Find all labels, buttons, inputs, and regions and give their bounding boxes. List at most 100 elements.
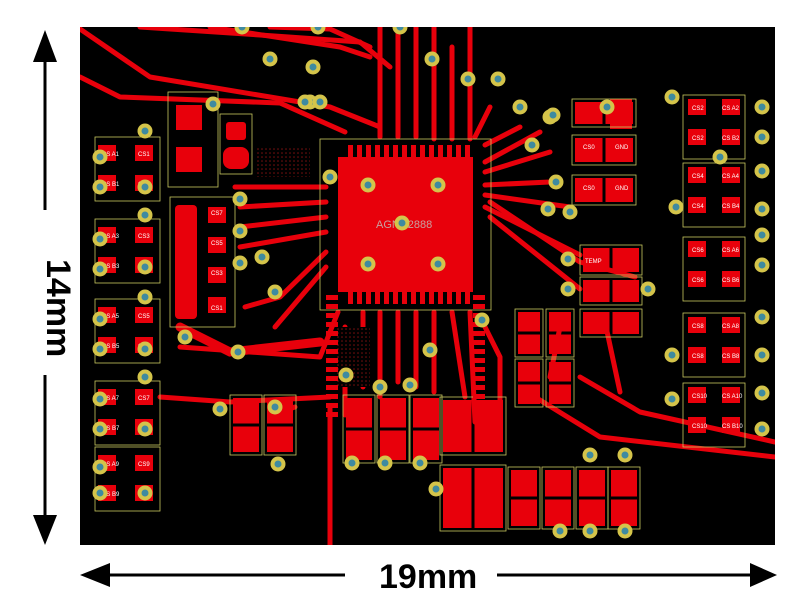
via-hole <box>314 27 322 31</box>
silkscreen-label: CS2 <box>692 106 704 112</box>
pad <box>575 178 603 202</box>
silkscreen-label: CS10 <box>692 424 708 430</box>
pad <box>688 417 706 433</box>
component-outline <box>682 382 746 448</box>
silkscreen-label: CS A2 <box>722 106 740 112</box>
silkscreen-label: CS A10 <box>722 394 743 400</box>
via-hole <box>141 373 149 381</box>
copper-trace <box>482 149 553 175</box>
via-hole <box>301 98 309 106</box>
pad <box>208 207 226 223</box>
pad-bridge <box>175 205 197 319</box>
via-hole <box>644 285 652 293</box>
copper-trace <box>482 192 573 210</box>
pad <box>722 271 740 287</box>
chip-pin <box>429 145 434 157</box>
chip-pin <box>384 145 389 157</box>
chip-pin <box>420 292 425 304</box>
chip-pin <box>326 403 338 408</box>
chip-pin <box>465 292 470 304</box>
pad <box>579 499 605 526</box>
chip-pin <box>326 322 338 327</box>
pad <box>688 271 706 287</box>
via-hole <box>758 133 766 141</box>
chip-pin <box>420 145 425 157</box>
chip-pin <box>348 292 353 304</box>
chip-pin <box>473 376 485 381</box>
silkscreen-label: CS8 <box>692 324 704 330</box>
chip-pin <box>473 331 485 336</box>
silkscreen-label: CS A9 <box>102 462 120 468</box>
copper-trace <box>472 104 493 140</box>
silkscreen-label: CS7 <box>211 211 223 217</box>
component-outline <box>545 308 575 358</box>
component-outline <box>376 394 410 464</box>
via-hole <box>672 203 680 211</box>
silkscreen-label: CS1 <box>211 306 223 312</box>
copper-trace <box>267 27 373 50</box>
silkscreen-label: CS B8 <box>722 354 740 360</box>
via-hole <box>326 173 334 181</box>
pad <box>474 468 503 528</box>
via-hole <box>236 259 244 267</box>
via-hole <box>549 111 557 119</box>
via-hole <box>364 181 372 189</box>
copper-trace <box>449 309 468 400</box>
pad <box>722 241 740 257</box>
chip-pin <box>326 394 338 399</box>
pad <box>722 317 740 333</box>
chip-pin <box>366 292 371 304</box>
via-hole <box>621 527 629 535</box>
via-hole <box>556 527 564 535</box>
silkscreen-label: CS5 <box>138 314 150 320</box>
width-dimension-label: 19mm <box>379 558 478 596</box>
height-arrow <box>33 30 57 545</box>
via-hole <box>96 153 104 161</box>
via-hole <box>566 208 574 216</box>
silkscreen-label: CS B6 <box>722 278 740 284</box>
via-hole <box>364 260 372 268</box>
via-hole <box>434 181 442 189</box>
via-hole <box>464 75 472 83</box>
chip-pin <box>375 145 380 157</box>
pad <box>549 312 571 332</box>
via-hole <box>271 288 279 296</box>
silkscreen-label: GND <box>615 145 629 151</box>
pad <box>722 197 740 213</box>
pad <box>135 145 153 161</box>
pad <box>575 102 603 124</box>
via-hole <box>376 383 384 391</box>
chip-pin <box>473 367 485 372</box>
via-hole <box>258 253 266 261</box>
copper-trace <box>237 229 329 250</box>
via-hole <box>758 389 766 397</box>
component-outline <box>263 394 297 456</box>
silkscreen-label: CS A3 <box>102 234 120 240</box>
pad <box>545 499 571 526</box>
silkscreen-label: CS8 <box>692 354 704 360</box>
pad <box>688 317 706 333</box>
copper-trace <box>80 27 383 130</box>
via-hole <box>516 103 524 111</box>
chip-pin <box>357 145 362 157</box>
silkscreen-label: CS B7 <box>102 426 120 432</box>
silkscreen-label: CS A7 <box>102 396 120 402</box>
pad <box>605 178 633 202</box>
component-outline <box>682 312 746 378</box>
via-hole <box>238 27 246 31</box>
via-ring <box>310 27 326 35</box>
chip-pin <box>393 292 398 304</box>
pad <box>688 347 706 363</box>
via-hole <box>758 425 766 433</box>
via-hole <box>758 103 766 111</box>
copper-trace <box>237 199 329 210</box>
pad <box>208 267 226 283</box>
via-hole <box>406 381 414 389</box>
chip-pin <box>326 349 338 354</box>
via-hole <box>564 255 572 263</box>
pad <box>612 312 639 334</box>
chip-pin <box>473 349 485 354</box>
silkscreen-label: CS A5 <box>102 314 120 320</box>
chip-pin <box>447 292 452 304</box>
